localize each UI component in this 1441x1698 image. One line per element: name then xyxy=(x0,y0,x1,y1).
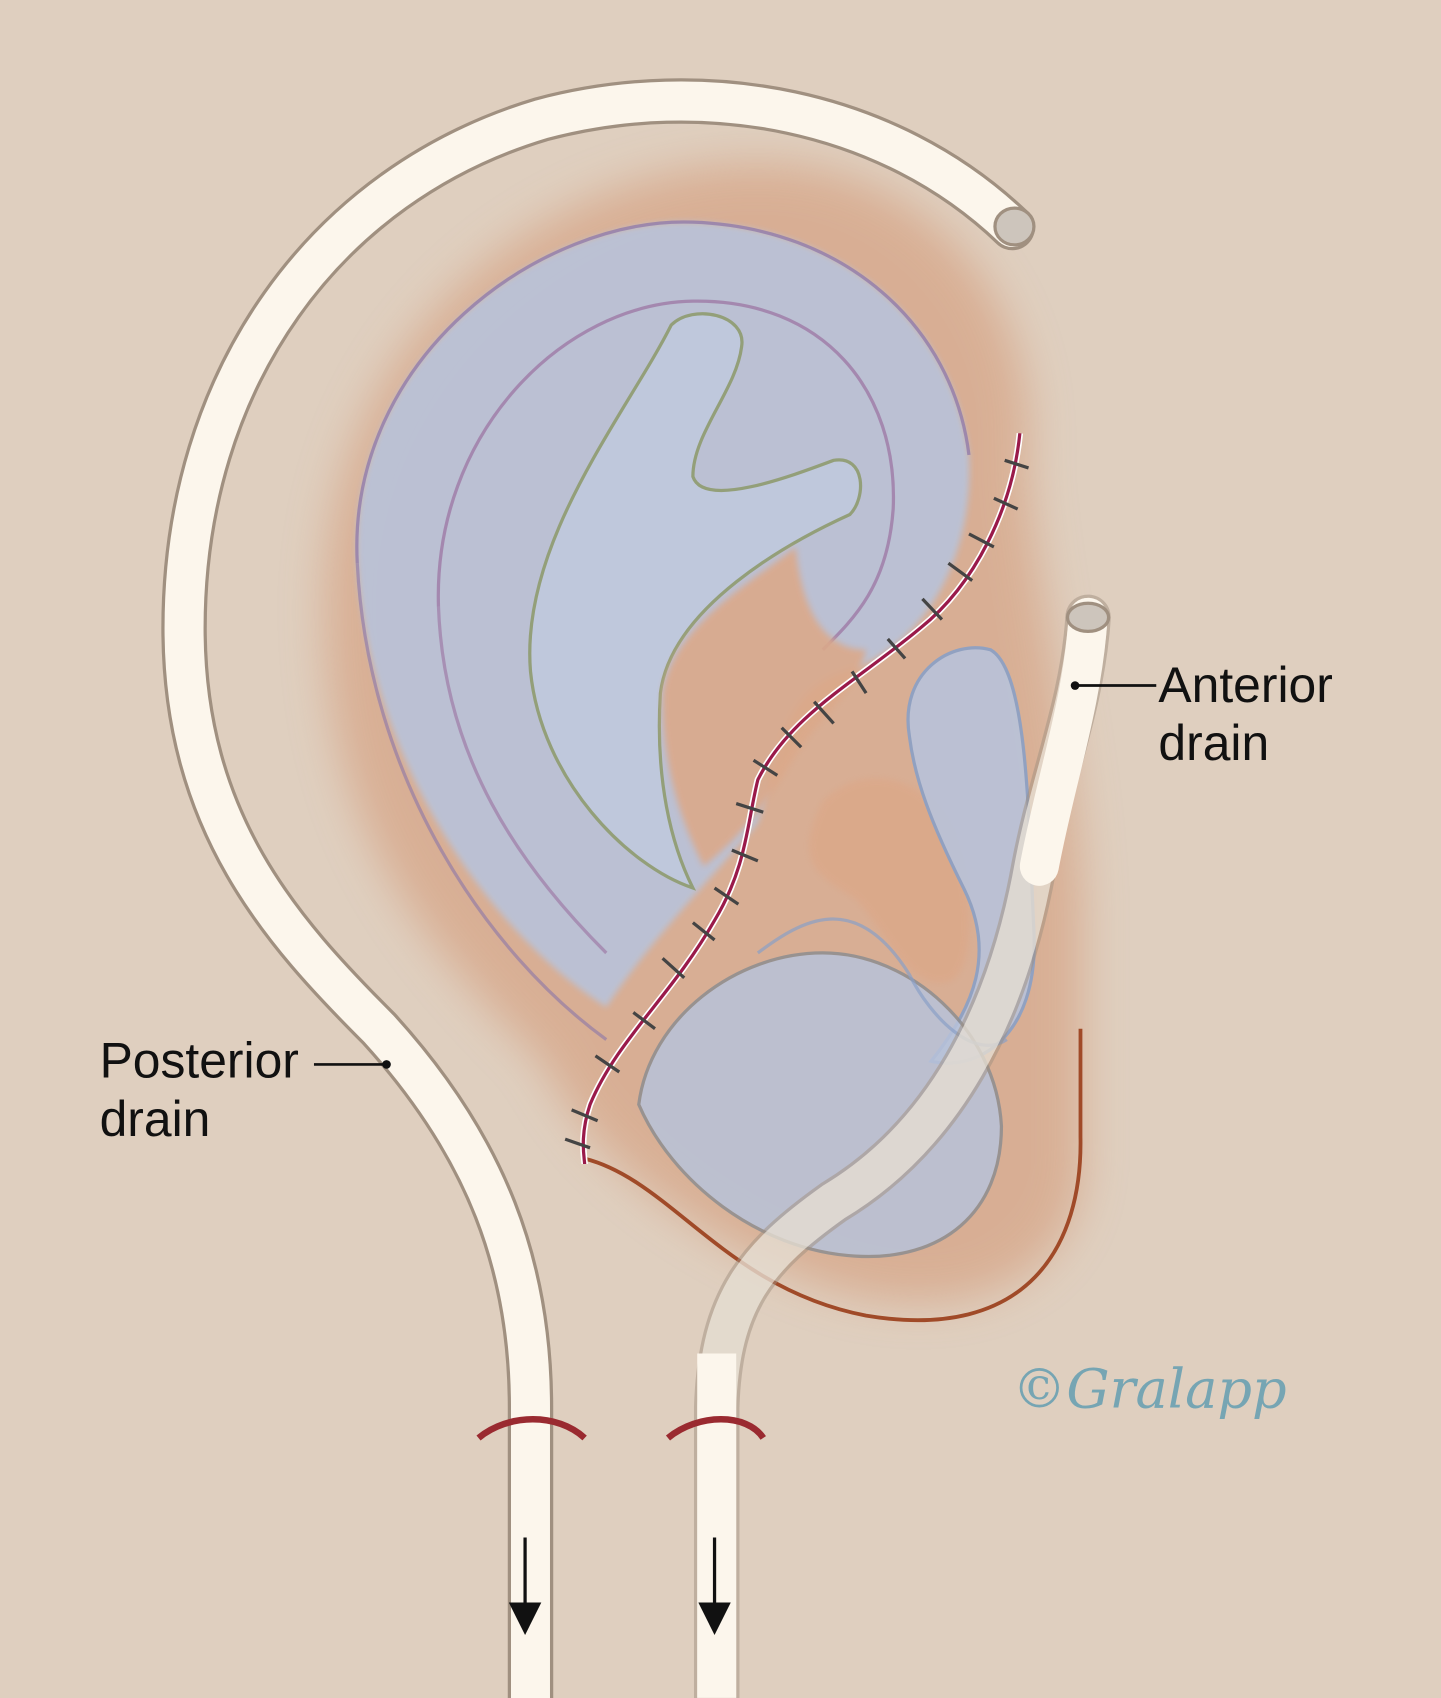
posterior-label-line2: drain xyxy=(100,1091,211,1147)
posterior-drain-tube xyxy=(161,78,1036,1698)
anterior-drain-tube xyxy=(693,594,1111,1698)
posterior-drain-callout: Posterior drain xyxy=(100,1032,391,1147)
anterior-label-line2: drain xyxy=(1158,715,1269,771)
anterior-drain-callout: Anterior drain xyxy=(1070,657,1333,771)
exit-sites xyxy=(476,1416,766,1441)
suture-line xyxy=(564,432,1030,1165)
posterior-label-line1: Posterior xyxy=(100,1032,299,1088)
anterior-label-line1: Anterior xyxy=(1158,657,1332,713)
artist-signature: ©Gralapp xyxy=(1012,1358,1286,1421)
